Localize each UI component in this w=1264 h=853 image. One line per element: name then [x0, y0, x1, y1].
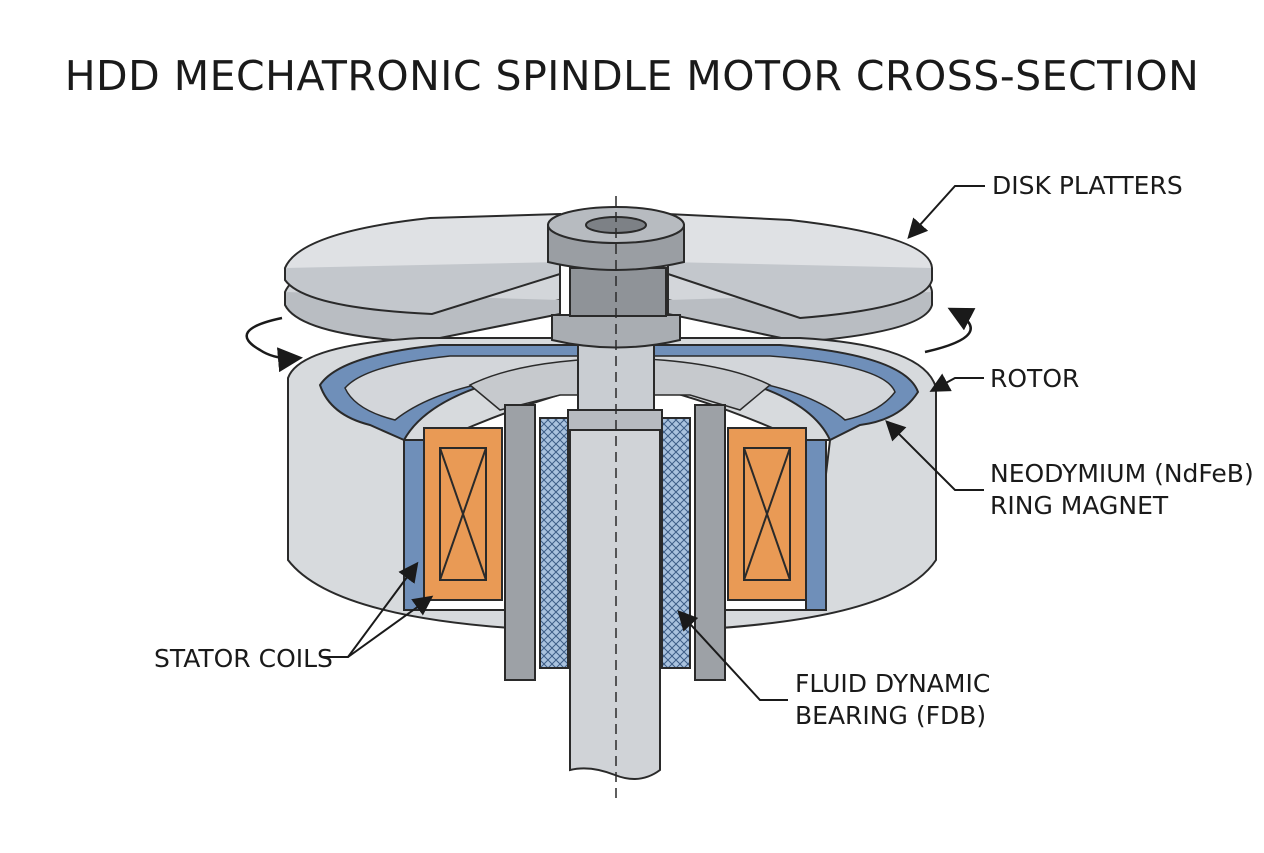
label-stator-coils: STATOR COILS	[154, 643, 333, 675]
left-stator-sleeve	[504, 404, 536, 681]
left-ring-magnet	[403, 439, 425, 611]
label-fdb-line2: BEARING (FDB)	[795, 701, 987, 730]
leader-rotor	[929, 373, 984, 392]
leader-stator-coil-2	[347, 595, 434, 658]
rotation-arrow-left	[245, 316, 303, 373]
label-rotor: ROTOR	[990, 363, 1079, 395]
label-ring-magnet: NEODYMIUM (NdFeB) RING MAGNET	[990, 458, 1254, 522]
label-rotor-text: ROTOR	[990, 364, 1080, 393]
right-fluid-bearing	[661, 417, 691, 669]
left-fluid-bearing	[539, 417, 569, 669]
upper-disk-platter	[283, 212, 934, 320]
right-stator-coil	[727, 427, 807, 601]
label-magnet-line2: RING MAGNET	[990, 491, 1169, 520]
rotation-arrow-right	[924, 307, 976, 354]
leader-disk-platters	[907, 185, 985, 239]
label-stator-coils-text: STATOR COILS	[154, 644, 333, 673]
label-fluid-bearing: FLUID DYNAMIC BEARING (FDB)	[795, 668, 990, 732]
left-stator-coil	[423, 427, 503, 601]
label-disk-platters-text: DISK PLATTERS	[992, 171, 1183, 200]
spindle-clamp	[547, 206, 685, 349]
label-disk-platters: DISK PLATTERS	[992, 170, 1183, 202]
leader-magnet	[885, 420, 984, 491]
right-stator-sleeve	[694, 404, 726, 681]
page-title: HDD MECHATRONIC SPINDLE MOTOR CROSS-SECT…	[64, 52, 1200, 100]
spindle-shaft	[567, 329, 663, 780]
label-magnet-line1: NEODYMIUM (NdFeB)	[990, 459, 1254, 488]
right-ring-magnet	[805, 439, 827, 611]
label-fdb-line1: FLUID DYNAMIC	[795, 669, 991, 698]
leader-fdb	[677, 610, 788, 701]
